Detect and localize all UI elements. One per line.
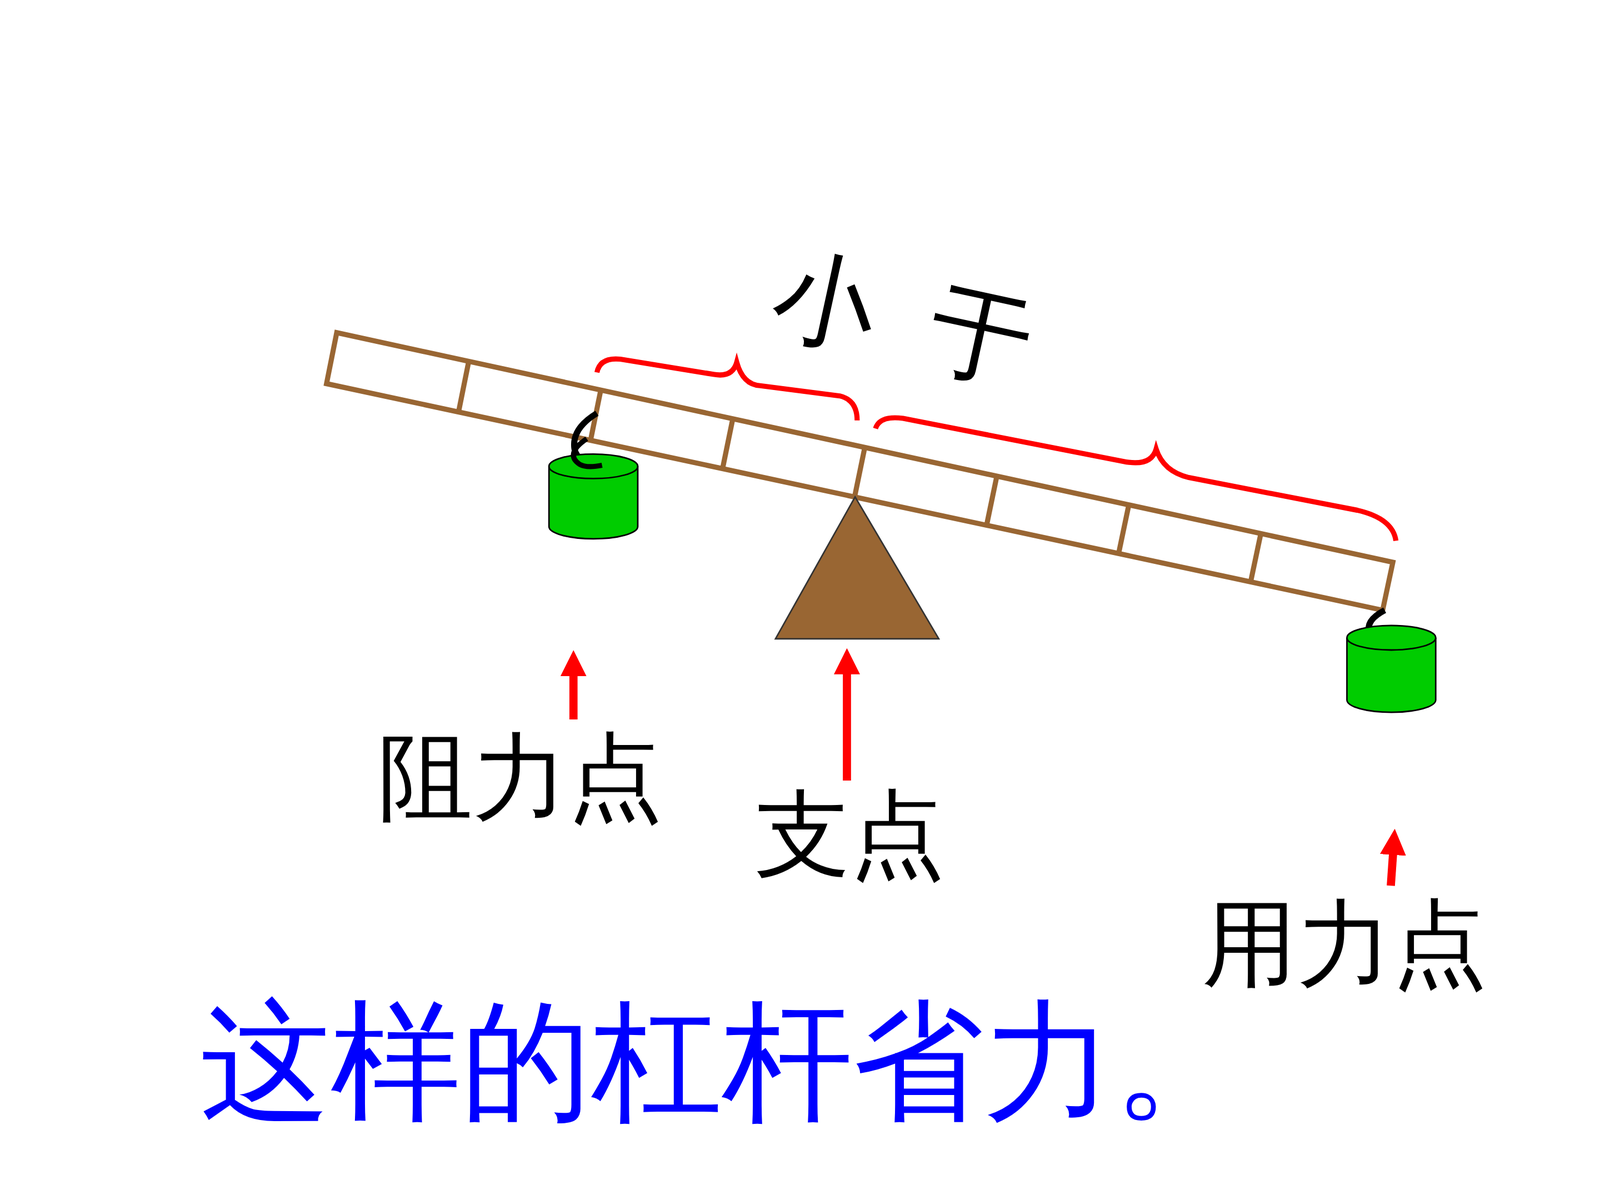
pointer-arrow — [569, 663, 578, 720]
caption: 这样的杠杆省力。 — [200, 996, 1245, 1127]
right-weight — [1346, 610, 1436, 713]
fulcrum-label: 支点 — [755, 787, 945, 883]
beam-divider — [458, 361, 469, 412]
comparison-label: 小于 — [765, 241, 1097, 409]
fulcrum-triangle — [775, 496, 939, 639]
pointer-arrow — [842, 661, 852, 781]
resistance-point-label: 阻力点 — [377, 730, 663, 825]
beam-divider — [854, 447, 865, 497]
left-weight — [548, 413, 638, 539]
pointer-arrow — [1390, 841, 1394, 886]
hook-tip — [573, 438, 603, 467]
beam-divider — [722, 418, 733, 469]
short-arm-bracket — [596, 358, 857, 421]
weight-top — [1346, 625, 1436, 650]
effort-point-label: 用力点 — [1202, 896, 1488, 992]
beam-divider — [1118, 505, 1129, 554]
beam-divider — [986, 476, 997, 525]
long-arm-bracket — [875, 417, 1397, 541]
beam-divider — [1250, 533, 1261, 582]
